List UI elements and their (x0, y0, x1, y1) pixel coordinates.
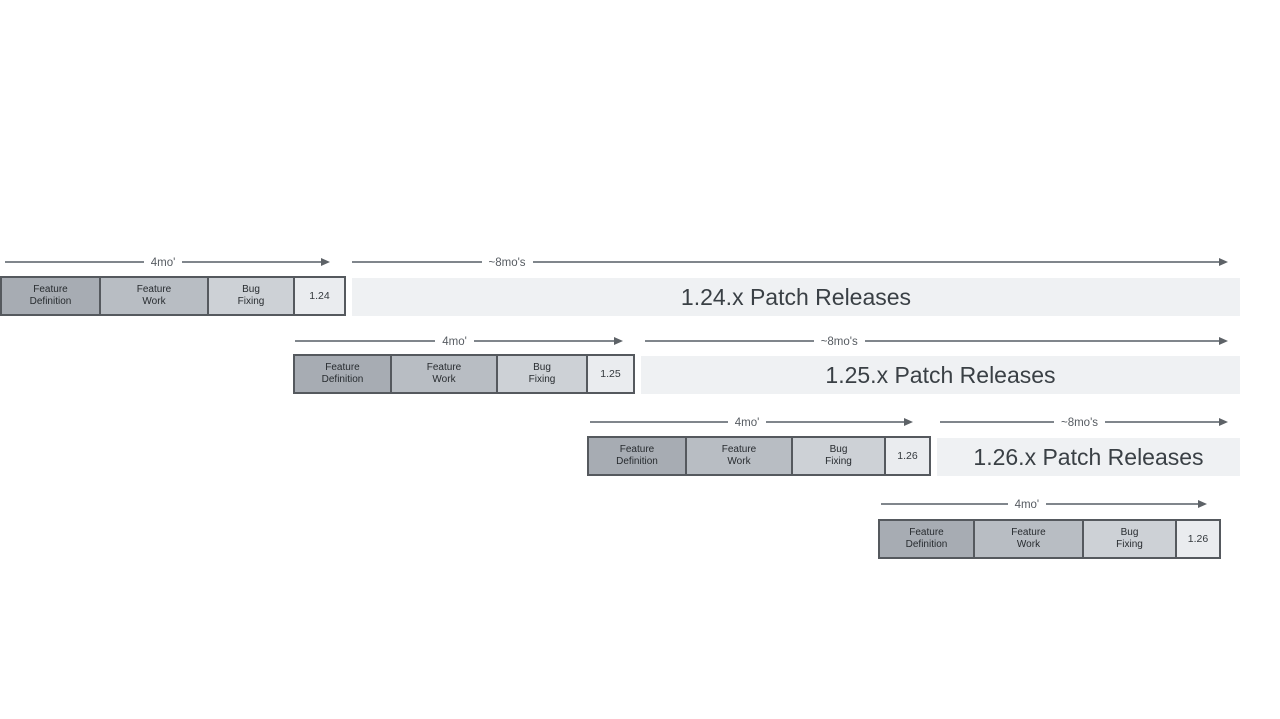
dev-cycle-duration-label: 4mo' (150, 257, 176, 269)
arrow-line (864, 340, 1219, 342)
segment-feature-definition: Feature Definition (587, 436, 687, 476)
segment-bug-fixing: Bug Fixing (207, 276, 295, 316)
arrow-head-icon (321, 258, 331, 266)
patch-cycle-duration-label: ~8mo's (488, 257, 526, 269)
arrow-line (295, 340, 436, 342)
segment-bug-fixing: Bug Fixing (791, 436, 886, 476)
patch-releases-bar-1.24: 1.24.x Patch Releases (352, 278, 1240, 316)
arrow-head-icon (904, 418, 914, 426)
arrow-line (352, 261, 482, 263)
arrow-line (532, 261, 1219, 263)
patch-releases-title: 1.26.x Patch Releases (973, 443, 1204, 470)
release-cycle-bar-1.25: Feature Definition Feature Work Bug Fixi… (293, 354, 635, 394)
segment-feature-definition: Feature Definition (293, 354, 392, 394)
version-box: 1.24 (293, 276, 346, 316)
arrow-head-icon (1219, 258, 1228, 266)
version-box: 1.26 (884, 436, 931, 476)
segment-feature-work: Feature Work (390, 354, 498, 394)
version-box: 1.26 (1175, 519, 1221, 559)
patch-cycle-duration-label: ~8mo's (820, 336, 858, 348)
arrow-head-icon (614, 337, 624, 345)
dev-cycle-arrow-next: 4mo' (881, 495, 1207, 513)
segment-feature-work: Feature Work (99, 276, 209, 316)
dev-cycle-duration-label: 4mo' (1014, 499, 1040, 511)
dev-cycle-duration-label: 4mo' (442, 336, 467, 348)
release-cycle-bar-1.24: Feature Definition Feature Work Bug Fixi… (0, 276, 346, 316)
patch-releases-bar-1.26: 1.26.x Patch Releases (937, 438, 1240, 476)
arrow-line (590, 421, 728, 423)
patch-releases-bar-1.25: 1.25.x Patch Releases (641, 356, 1240, 394)
dev-cycle-arrow-1.25: 4mo' (295, 332, 624, 350)
patch-cycle-arrow-1.26: ~8mo's (940, 413, 1229, 431)
arrow-line (645, 340, 814, 342)
patch-releases-title: 1.25.x Patch Releases (825, 361, 1056, 388)
segment-feature-definition: Feature Definition (878, 519, 975, 559)
segment-feature-work: Feature Work (973, 519, 1084, 559)
arrow-line (5, 261, 144, 263)
segment-bug-fixing: Bug Fixing (1082, 519, 1177, 559)
release-cycle-bar-next: Feature Definition Feature Work Bug Fixi… (878, 519, 1221, 559)
arrow-line (766, 421, 905, 423)
release-cycle-bar-1.26: Feature Definition Feature Work Bug Fixi… (587, 436, 931, 476)
arrow-line (1105, 421, 1220, 423)
arrow-line (1046, 503, 1198, 505)
arrow-head-icon (1219, 337, 1228, 345)
patch-cycle-arrow-1.25: ~8mo's (645, 332, 1228, 350)
patch-cycle-arrow-1.24: ~8mo's (352, 253, 1228, 271)
patch-releases-title: 1.24.x Patch Releases (680, 283, 912, 310)
arrow-head-icon (1198, 500, 1207, 508)
segment-bug-fixing: Bug Fixing (496, 354, 588, 394)
dev-cycle-duration-label: 4mo' (734, 417, 760, 429)
arrow-line (940, 421, 1054, 423)
segment-feature-definition: Feature Definition (0, 276, 101, 316)
dev-cycle-arrow-1.24: 4mo' (5, 253, 331, 271)
arrow-line (182, 261, 322, 263)
version-box: 1.25 (586, 354, 635, 394)
arrow-head-icon (1219, 418, 1229, 426)
dev-cycle-arrow-1.26: 4mo' (590, 413, 914, 431)
arrow-line (473, 340, 615, 342)
segment-feature-work: Feature Work (685, 436, 793, 476)
patch-cycle-duration-label: ~8mo's (1060, 417, 1099, 429)
arrow-line (881, 503, 1008, 505)
